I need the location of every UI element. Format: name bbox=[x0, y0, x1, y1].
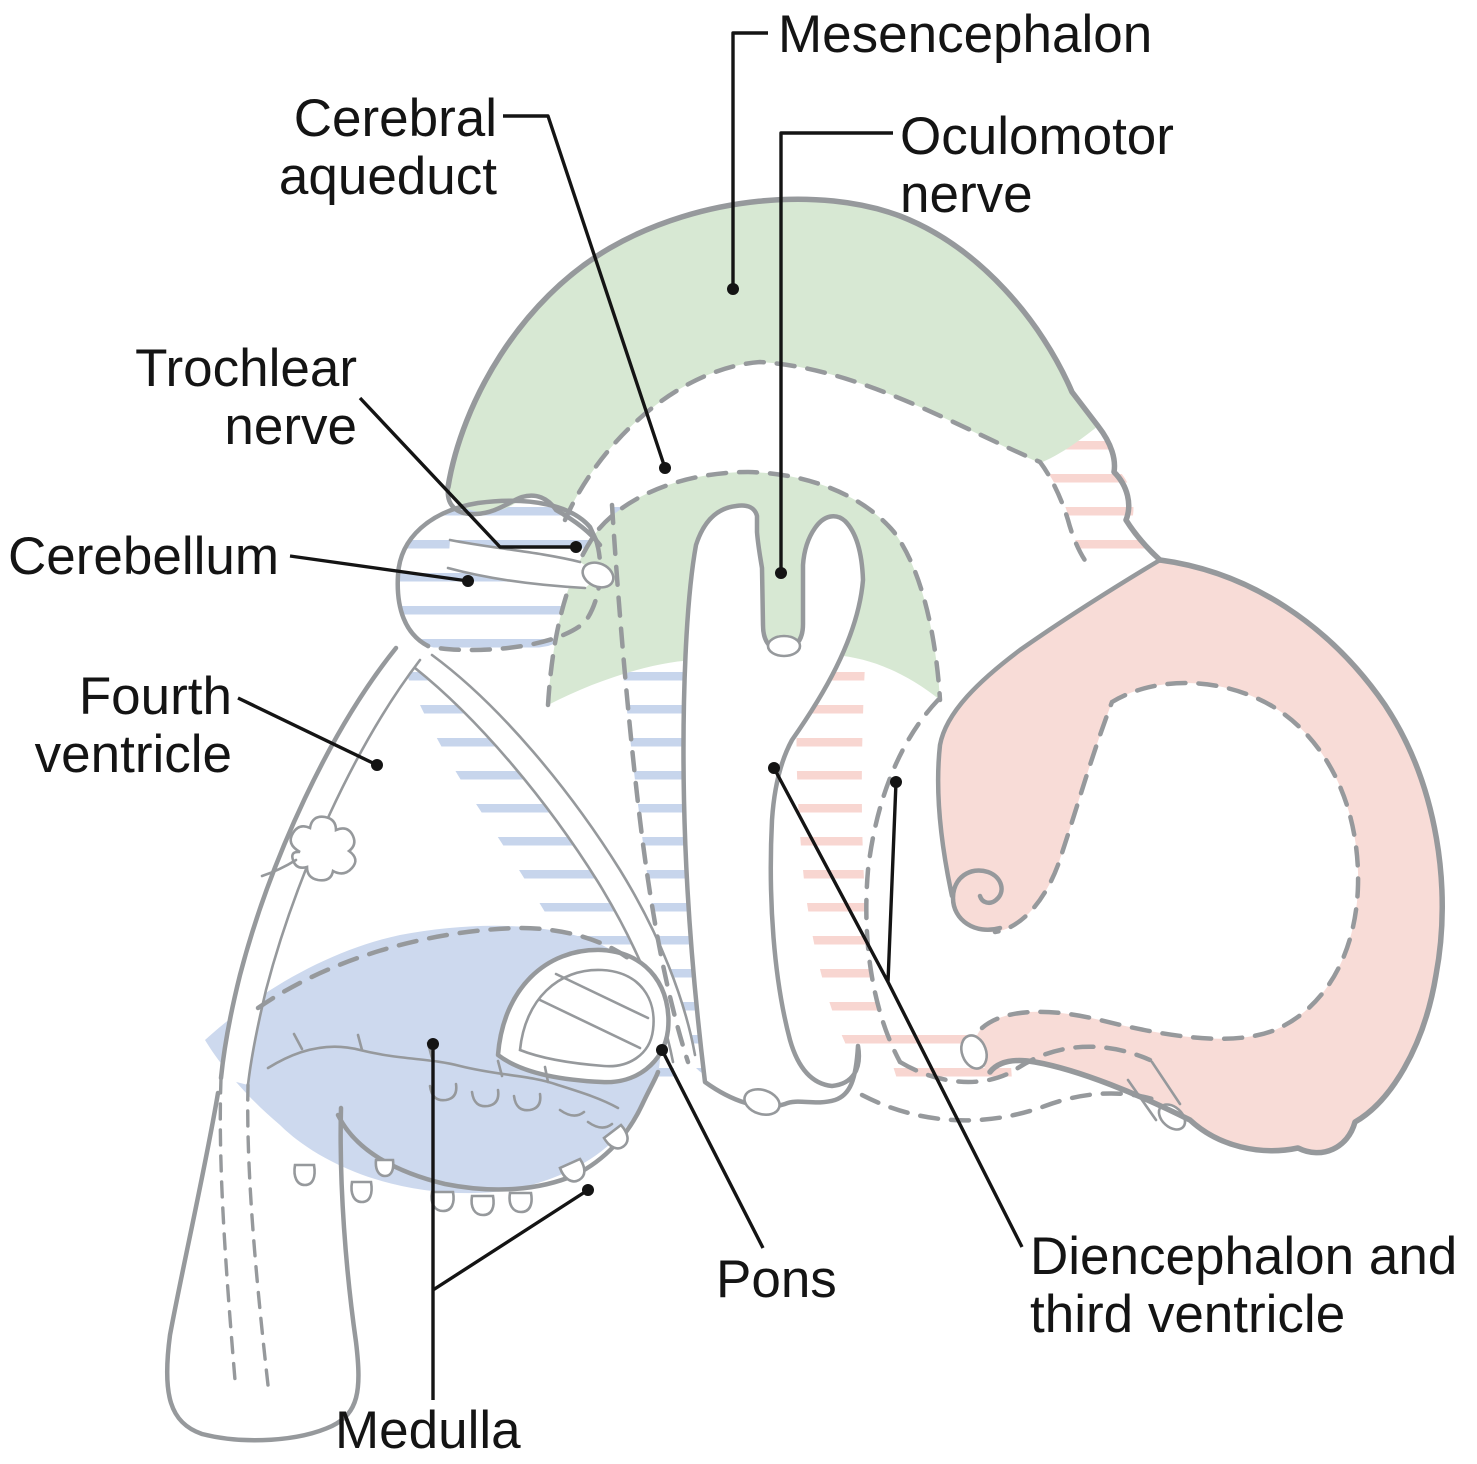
label-cerebellum: Cerebellum bbox=[8, 527, 280, 586]
label-pons: Pons bbox=[716, 1250, 837, 1309]
leader-cerebellum bbox=[289, 554, 474, 587]
cerebral-peduncle-tube bbox=[681, 503, 866, 1116]
leader-fourth-ventricle bbox=[237, 696, 383, 771]
label-trochlear-line2: nerve bbox=[224, 397, 357, 456]
leader-pons bbox=[656, 1044, 765, 1249]
trochlear-nerve-shape bbox=[446, 538, 615, 590]
label-fourth-ventricle-line2: ventricle bbox=[34, 725, 232, 784]
leader-diencephalon bbox=[768, 762, 1024, 1248]
label-diencephalon-line2: third ventricle bbox=[1030, 1285, 1346, 1344]
label-cerebral-aqueduct: Cerebral aqueduct bbox=[240, 90, 497, 206]
leader-trochlear bbox=[358, 396, 582, 553]
leader-medulla bbox=[427, 1038, 594, 1400]
spinal-cord-shape bbox=[164, 1076, 361, 1443]
label-oculomotor: Oculomotor nerve bbox=[900, 108, 1174, 224]
label-trochlear-line1: Trochlear bbox=[135, 339, 357, 398]
label-diencephalon-line1: Diencephalon and bbox=[1030, 1227, 1458, 1286]
rhombic-membrane-curl bbox=[495, 947, 671, 1085]
label-oculomotor-line1: Oculomotor bbox=[900, 107, 1174, 166]
label-cerebral-aqueduct-line2: aqueduct bbox=[278, 147, 497, 206]
label-cerebral-aqueduct-line1: Cerebral bbox=[293, 89, 497, 148]
label-fourth-ventricle-line1: Fourth bbox=[78, 667, 232, 726]
diencephalon-boundary-dashes bbox=[859, 697, 1165, 1123]
label-diencephalon: Diencephalon and third ventricle bbox=[1030, 1228, 1457, 1344]
leader-cerebral-aqueduct bbox=[503, 114, 671, 474]
label-trochlear: Trochlear nerve bbox=[100, 340, 357, 456]
label-medulla: Medulla bbox=[335, 1401, 521, 1460]
leader-oculomotor bbox=[775, 131, 893, 579]
label-oculomotor-line2: nerve bbox=[900, 165, 1033, 224]
medulla-outline bbox=[255, 925, 661, 1217]
diencephalon-region bbox=[938, 560, 1443, 1153]
diencephalon-outline bbox=[935, 557, 1445, 1156]
oculomotor-nerve-shape bbox=[766, 634, 802, 658]
label-fourth-ventricle: Fourth ventricle bbox=[0, 668, 232, 784]
label-mesencephalon: Mesencephalon bbox=[778, 5, 1153, 64]
leader-mesencephalon bbox=[727, 31, 768, 295]
